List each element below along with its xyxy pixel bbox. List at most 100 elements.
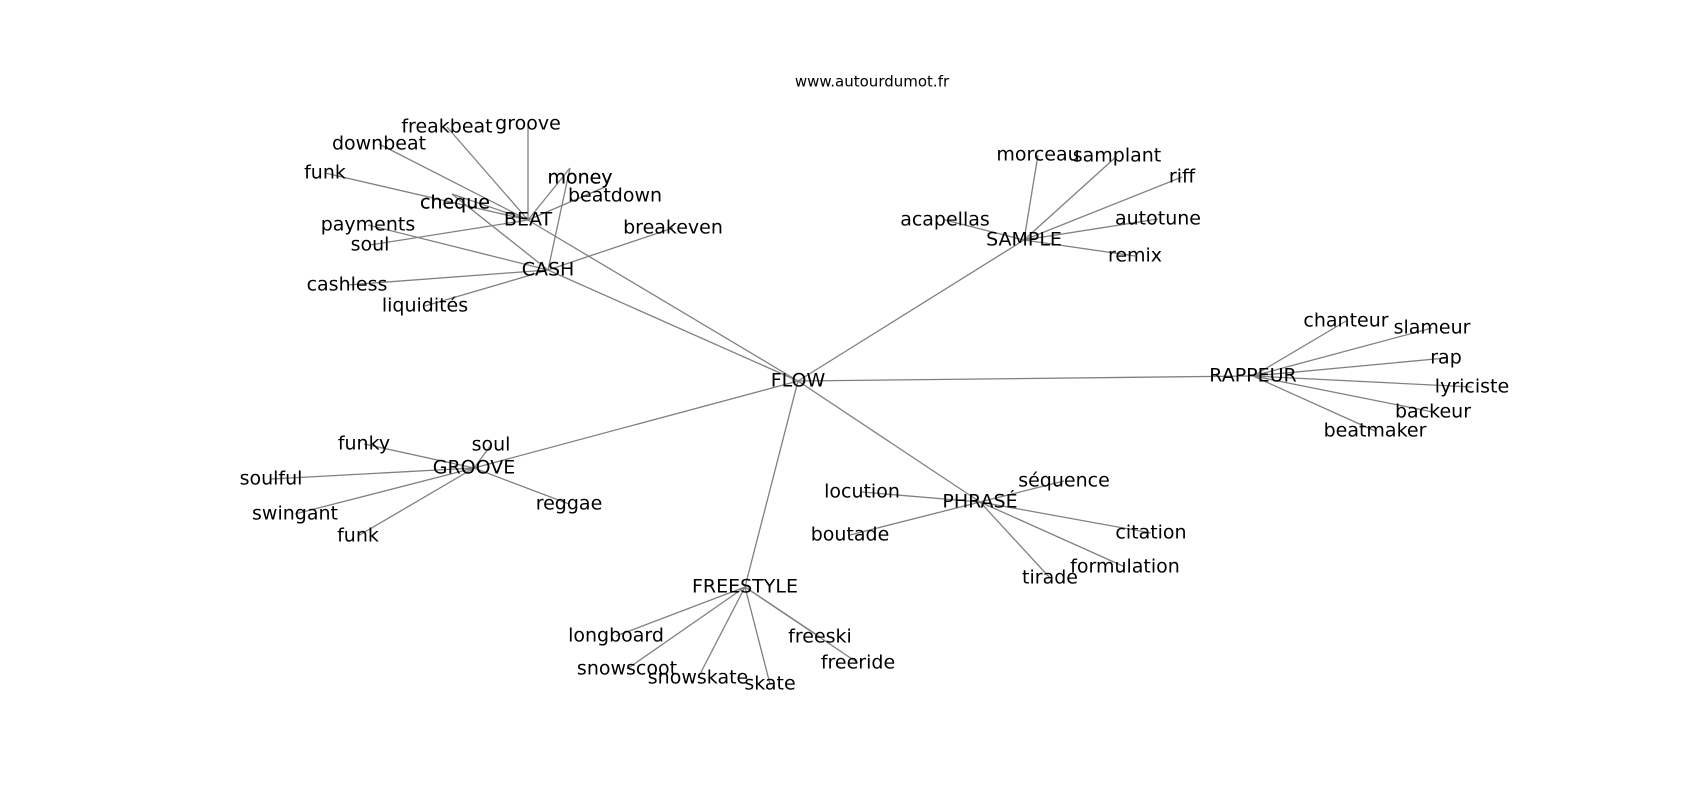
leaf-node-beat-funk[interactable]: funk xyxy=(304,162,346,184)
leaf-node-freestyle-skate[interactable]: skate xyxy=(744,673,795,695)
edge-rappeur-slameur xyxy=(1252,327,1433,377)
leaf-node-sample-samplant[interactable]: samplant xyxy=(1073,145,1162,167)
edge-rappeur-backeur xyxy=(1252,375,1434,413)
edge-beat-funk xyxy=(324,172,529,221)
edge-cash-liquidites xyxy=(424,269,549,307)
leaf-node-freestyle-freeski[interactable]: freeski xyxy=(788,626,852,648)
edge-beat-money xyxy=(527,167,571,221)
graph-edges xyxy=(270,124,1473,685)
edge-rappeur-rap xyxy=(1252,357,1447,377)
edge-phrase-formulation xyxy=(979,501,1126,568)
edge-cash-breakeven xyxy=(547,227,674,271)
leaf-node-rappeur-chanteur[interactable]: chanteur xyxy=(1303,310,1388,332)
leaf-node-sample-remix[interactable]: remix xyxy=(1108,245,1162,267)
leaf-node-beat-groove[interactable]: groove xyxy=(495,113,561,135)
leaf-node-cash-liquidites[interactable]: liquidités xyxy=(382,295,468,317)
edge-beat-downbeat xyxy=(378,143,529,221)
hub-node-phrase[interactable]: PHRASÉ xyxy=(942,490,1017,513)
leaf-node-rappeur-backeur[interactable]: backeur xyxy=(1395,401,1471,423)
leaf-node-freestyle-snowscoot[interactable]: snowscoot xyxy=(577,658,677,680)
leaf-node-beat-soul[interactable]: soul xyxy=(351,234,390,256)
leaf-node-cash-money[interactable]: money xyxy=(547,167,612,189)
edge-phrase-citation xyxy=(979,501,1152,534)
leaf-node-groove-funky[interactable]: funky xyxy=(338,433,390,455)
edge-cash-money xyxy=(547,167,571,271)
leaf-node-sample-autotune[interactable]: autotune xyxy=(1115,208,1201,230)
edge-cash-cashless xyxy=(346,269,549,286)
edge-freestyle-snowscoot xyxy=(626,586,746,670)
hub-node-freestyle[interactable]: FREESTYLE xyxy=(692,576,798,598)
source-label: www.autourdumot.fr xyxy=(795,73,950,91)
leaf-node-sample-morceau[interactable]: morceau xyxy=(996,144,1079,166)
leaf-node-groove-funk[interactable]: funk xyxy=(337,525,379,547)
edge-sample-samplant xyxy=(1023,155,1118,241)
edge-groove-reggae xyxy=(473,467,570,505)
edge-cash-cheque xyxy=(451,193,549,271)
edge-flow-rappeur xyxy=(797,375,1254,382)
leaf-node-beat-beatdown[interactable]: beatdown xyxy=(568,185,662,207)
edge-rappeur-beatmaker xyxy=(1252,375,1376,432)
edge-phrase-boutade xyxy=(849,501,981,536)
edge-beat-beatdown xyxy=(527,186,606,221)
edge-groove-funky xyxy=(363,443,475,469)
edge-groove-soulful xyxy=(270,467,475,480)
hub-node-cash[interactable]: CASH xyxy=(522,259,575,281)
leaf-node-cash-payments[interactable]: payments xyxy=(321,214,416,236)
edge-groove-funk xyxy=(357,467,475,537)
leaf-node-groove-soulful[interactable]: soulful xyxy=(240,468,303,490)
leaf-node-phrase-boutade[interactable]: boutade xyxy=(811,524,890,546)
edge-freestyle-longboard xyxy=(615,586,746,637)
edge-sample-remix xyxy=(1023,239,1136,257)
edge-beat-freakbeat xyxy=(446,126,529,221)
leaf-node-freestyle-snowskate[interactable]: snowskate xyxy=(648,667,748,689)
edge-flow-cash xyxy=(547,269,799,382)
hub-node-beat[interactable]: BEAT xyxy=(504,209,553,231)
edge-sample-morceau xyxy=(1023,154,1039,241)
leaf-node-groove-reggae[interactable]: reggae xyxy=(536,493,603,515)
edge-beat-soul xyxy=(369,219,529,246)
hub-node-sample[interactable]: SAMPLE xyxy=(986,229,1062,251)
leaf-node-beat-downbeat[interactable]: downbeat xyxy=(332,133,426,155)
edge-sample-riff xyxy=(1023,176,1183,241)
edge-cash-payments xyxy=(367,224,549,271)
leaf-node-sample-acapellas[interactable]: acapellas xyxy=(900,209,990,231)
leaf-node-freestyle-longboard[interactable]: longboard xyxy=(568,625,664,647)
leaf-node-cash-cheque[interactable]: cheque xyxy=(420,192,490,214)
leaf-node-beat-cheque[interactable]: cheque xyxy=(420,192,490,214)
edge-phrase-locution xyxy=(861,491,981,503)
edge-phrase-tirade xyxy=(979,501,1051,579)
edge-rappeur-lyriciste xyxy=(1252,375,1473,388)
edge-freestyle-skate xyxy=(744,586,771,685)
leaf-node-cash-breakeven[interactable]: breakeven xyxy=(623,217,723,239)
leaf-node-phrase-sequence[interactable]: séquence xyxy=(1018,470,1110,492)
edge-freestyle-freeride xyxy=(744,586,859,664)
leaf-node-groove-swingant[interactable]: swingant xyxy=(252,503,338,525)
edge-beat-cheque xyxy=(451,193,529,221)
leaf-node-freestyle-freeride[interactable]: freeride xyxy=(821,652,895,674)
leaf-node-rappeur-beatmaker[interactable]: beatmaker xyxy=(1324,420,1427,442)
edge-freestyle-snowskate xyxy=(697,586,746,679)
edge-flow-beat xyxy=(527,219,799,382)
hub-node-groove[interactable]: GROOVE xyxy=(433,457,516,479)
leaf-node-rappeur-slameur[interactable]: slameur xyxy=(1394,317,1471,339)
leaf-node-phrase-citation[interactable]: citation xyxy=(1115,522,1186,544)
edge-flow-groove xyxy=(473,380,799,469)
leaf-node-sample-riff[interactable]: riff xyxy=(1169,166,1196,188)
leaf-node-phrase-tirade[interactable]: tirade xyxy=(1022,567,1078,589)
leaf-node-phrase-formulation[interactable]: formulation xyxy=(1070,556,1180,578)
edge-rappeur-chanteur xyxy=(1252,320,1347,377)
leaf-node-beat-money[interactable]: money xyxy=(547,167,612,189)
hub-node-rappeur[interactable]: RAPPEUR xyxy=(1209,365,1296,387)
leaf-node-cash-cashless[interactable]: cashless xyxy=(307,274,388,296)
edge-sample-autotune xyxy=(1023,218,1159,241)
edge-flow-freestyle xyxy=(744,380,799,588)
center-node-flow[interactable]: FLOW xyxy=(771,370,826,392)
leaf-node-rappeur-lyriciste[interactable]: lyriciste xyxy=(1435,376,1509,398)
leaf-node-groove-soul[interactable]: soul xyxy=(472,434,511,456)
leaf-node-phrase-locution[interactable]: locution xyxy=(824,481,900,503)
edge-sample-acapellas xyxy=(944,219,1025,241)
edge-phrase-sequence xyxy=(979,480,1065,503)
leaf-node-rappeur-rap[interactable]: rap xyxy=(1430,347,1462,369)
leaf-node-beat-freakbeat[interactable]: freakbeat xyxy=(401,116,492,138)
